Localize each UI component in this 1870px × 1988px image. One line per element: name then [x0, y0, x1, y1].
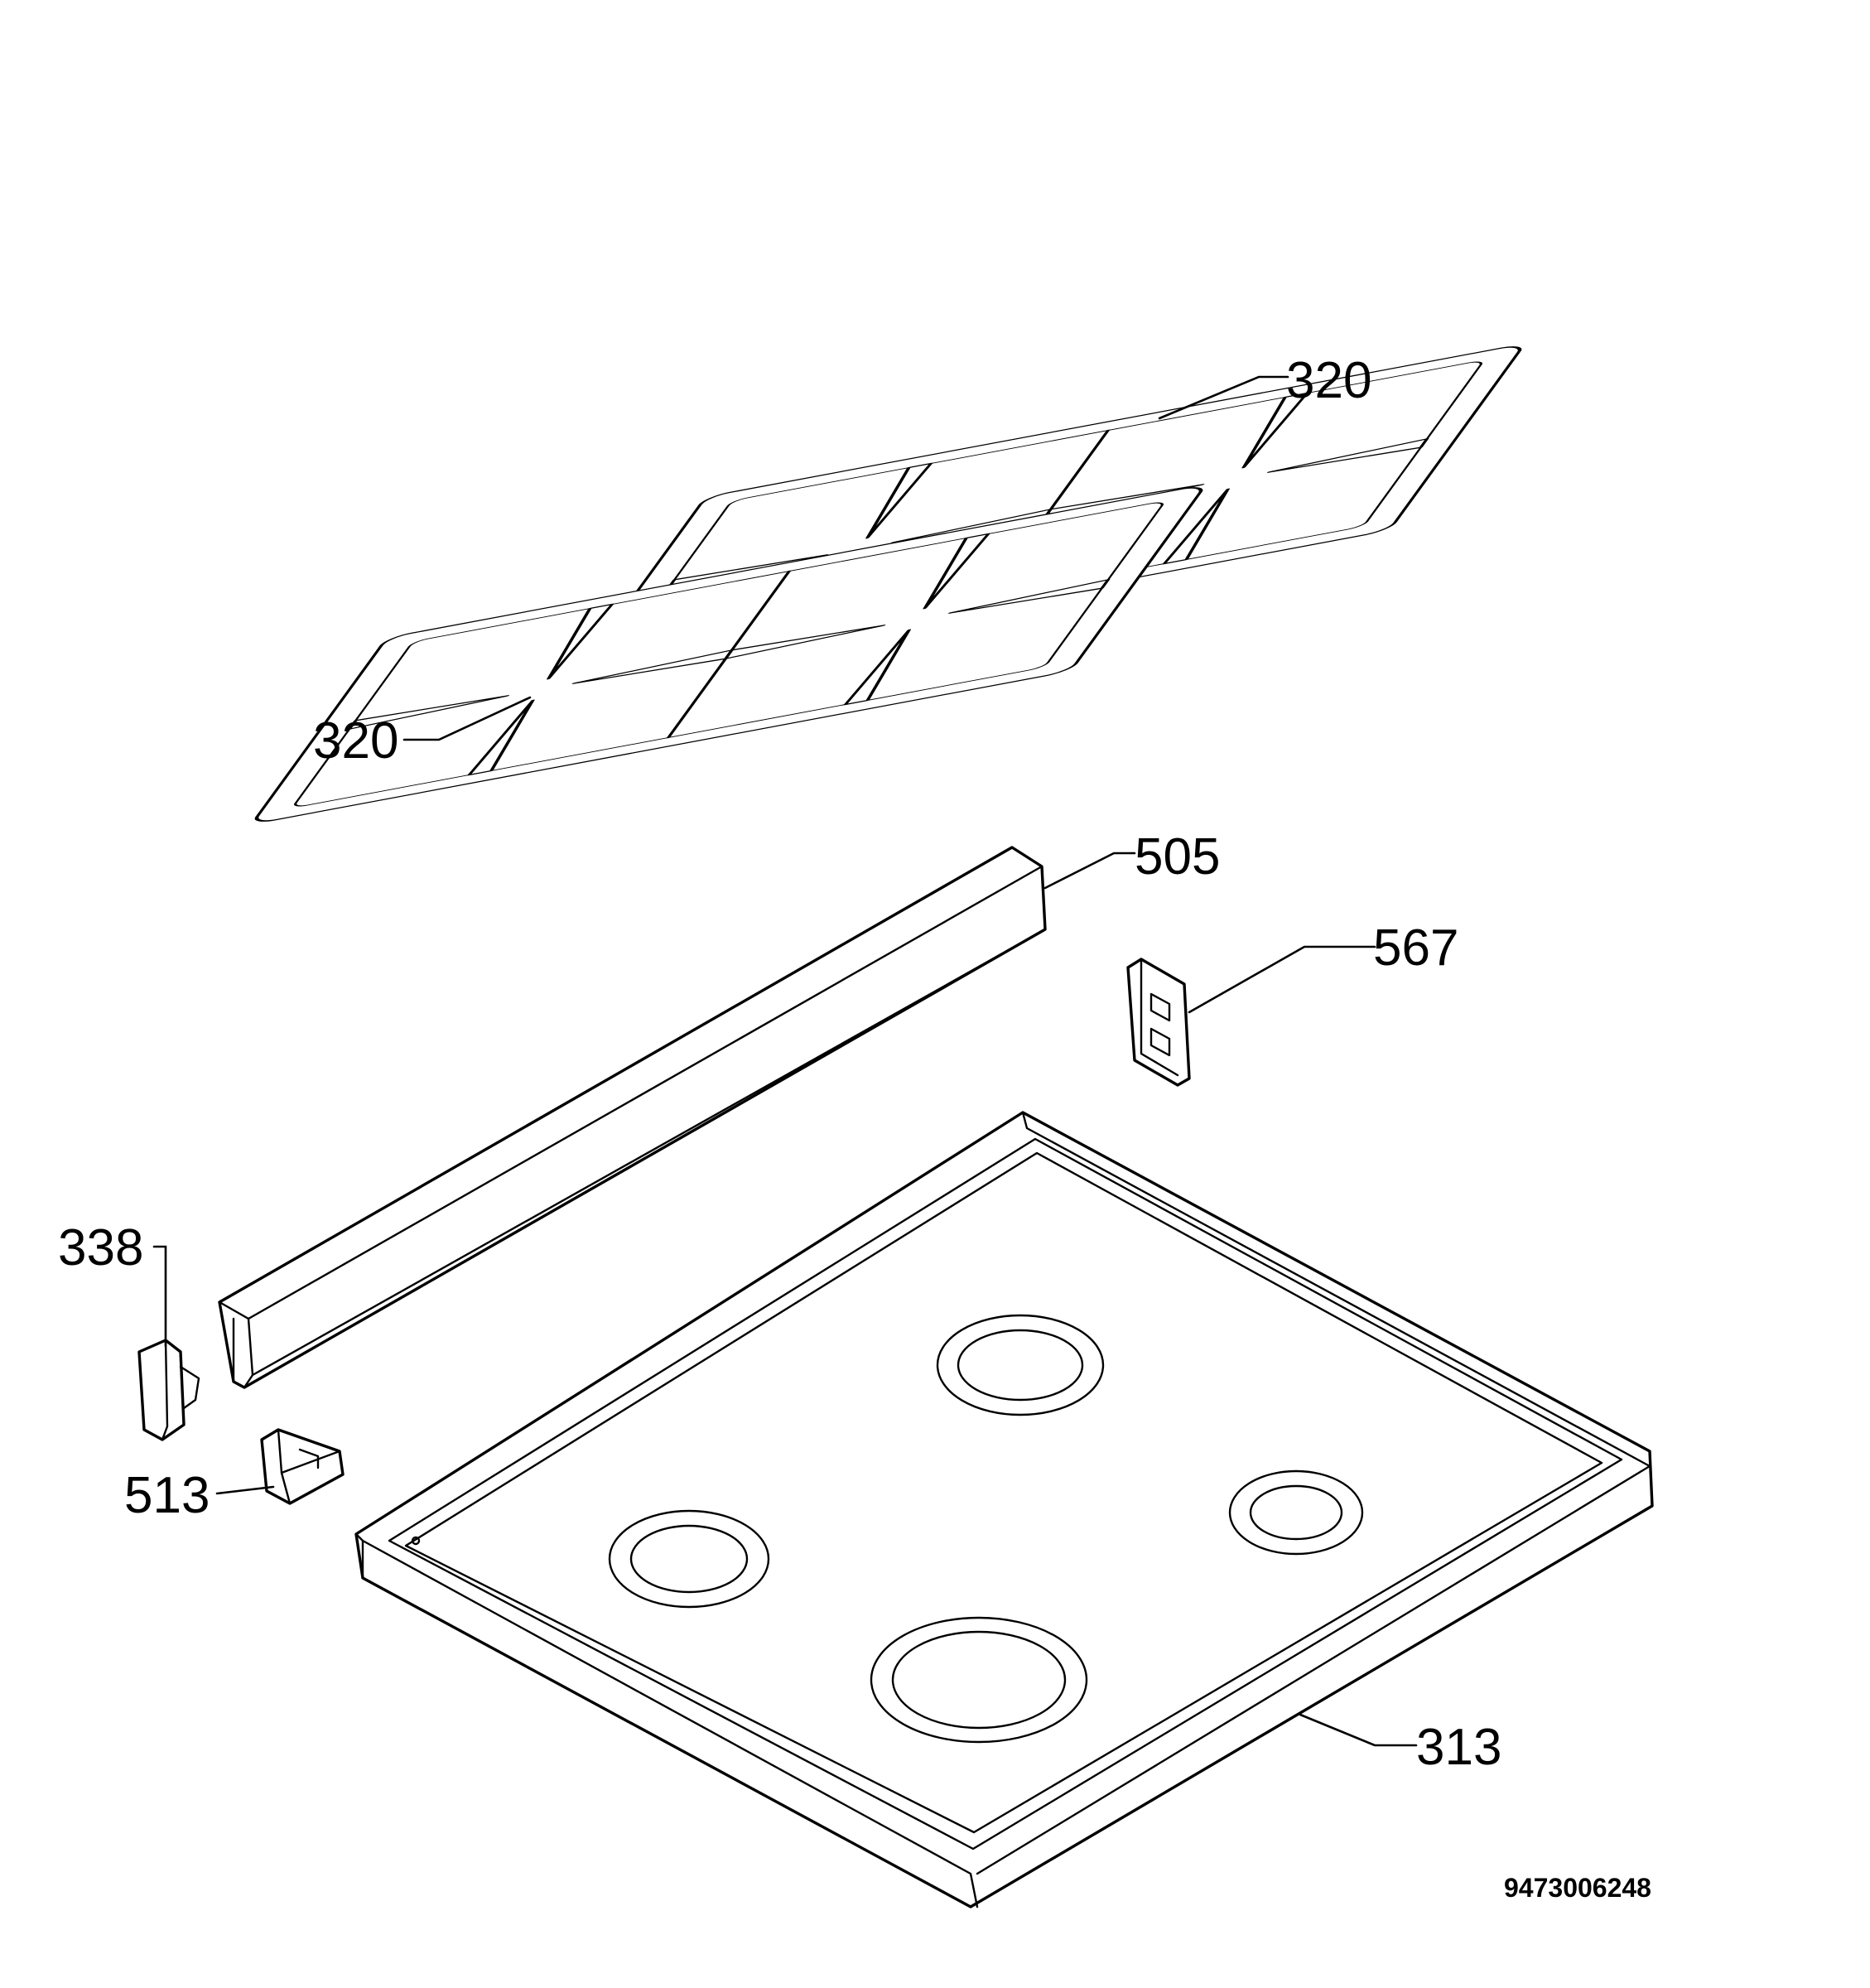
end-cap: [137, 1339, 200, 1441]
callout-313: 313: [1416, 1719, 1501, 1776]
leader-320-front: [402, 696, 532, 741]
control-panel-strip: [218, 846, 1047, 1389]
callout-513: 513: [124, 1467, 210, 1524]
leader-513: [215, 1485, 275, 1495]
grate-arms-front-left: [347, 603, 735, 776]
fixing-clip: [260, 1428, 345, 1505]
burner-hole-rear-left: [936, 1314, 1105, 1416]
callout-320-rear: 320: [1286, 352, 1371, 409]
document-number: 9473006248: [1504, 1873, 1651, 1903]
callout-505: 505: [1135, 828, 1220, 885]
mounting-bracket: [1126, 958, 1191, 1087]
leader-313: [1299, 1713, 1418, 1747]
hob-top-panel: [354, 1111, 1654, 1908]
burner-hole-rear-right: [1228, 1469, 1364, 1556]
leader-lines: [152, 375, 1418, 1747]
callout-320-front: 320: [313, 712, 398, 770]
leader-338: [152, 1245, 167, 1348]
leader-505: [1043, 852, 1136, 890]
burner-hole-front-right: [870, 1616, 1088, 1744]
leader-567: [1188, 945, 1376, 1014]
callout-567: 567: [1373, 919, 1458, 977]
pan-support-grate-front: [254, 487, 1203, 822]
leader-320-rear: [1158, 375, 1289, 420]
callout-338: 338: [58, 1219, 143, 1276]
burner-hole-front-left: [608, 1509, 770, 1609]
grate-arms-front-right: [723, 533, 1111, 706]
